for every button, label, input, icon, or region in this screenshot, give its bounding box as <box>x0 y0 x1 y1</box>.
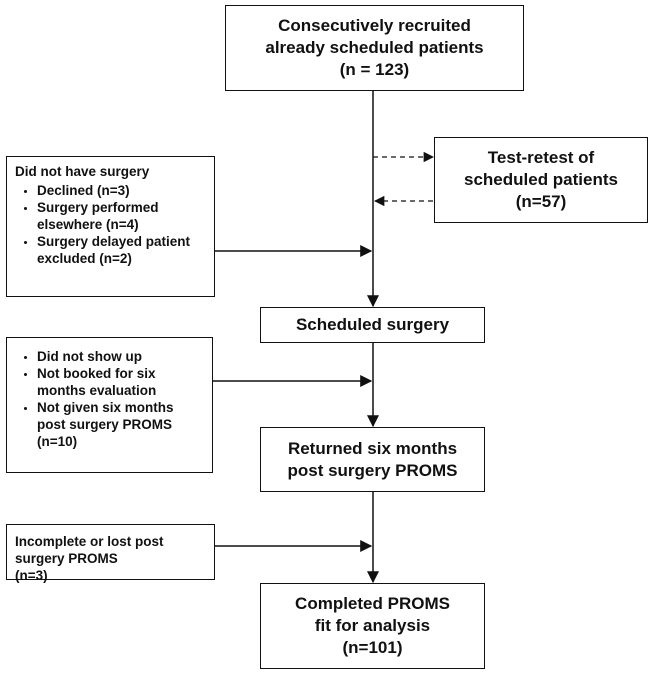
node-scheduled-line-1: Scheduled surgery <box>295 315 450 334</box>
node-not-evaluated: Did not show up Not booked for six month… <box>6 337 213 473</box>
node-incomplete-line-1: Incomplete or lost post <box>15 534 164 549</box>
node-test-retest-line-3: (n=57) <box>515 192 567 211</box>
node-not-evaluated-list: Did not show up Not booked for six month… <box>15 348 204 450</box>
node-recruited: Consecutively recruited already schedule… <box>225 5 524 91</box>
node-recruited-line-2: already scheduled patients <box>265 38 484 57</box>
node-no-surgery-item-3: Surgery delayed patient excluded (n=2) <box>37 233 206 267</box>
node-no-surgery-heading: Did not have surgery <box>15 164 150 179</box>
node-test-retest: Test-retest of scheduled patients (n=57) <box>434 137 648 223</box>
node-incomplete: Incomplete or lost post surgery PROMS (n… <box>6 524 215 583</box>
node-completed: Completed PROMS fit for analysis (n=101) <box>260 583 485 669</box>
node-no-surgery-item-2: Surgery performed elsewhere (n=4) <box>37 199 206 233</box>
node-recruited-line-3: (n = 123) <box>339 60 410 79</box>
node-not-evaluated-item-3: Not given six months post surgery PROMS … <box>37 399 204 450</box>
node-not-evaluated-item-2: Not booked for six months evaluation <box>37 365 204 399</box>
node-no-surgery-item-1: Declined (n=3) <box>37 182 206 199</box>
node-returned: Returned six months post surgery PROMS <box>260 427 485 492</box>
node-no-surgery-list: Declined (n=3) Surgery performed elsewhe… <box>15 182 206 267</box>
node-incomplete-line-3: (n=3) <box>15 568 48 583</box>
node-incomplete-line-2: surgery PROMS <box>15 551 118 566</box>
node-completed-line-1: Completed PROMS <box>295 594 450 613</box>
node-scheduled: Scheduled surgery <box>260 307 485 343</box>
node-completed-line-2: fit for analysis <box>314 616 431 635</box>
node-returned-line-1: Returned six months <box>287 438 458 458</box>
node-no-surgery: Did not have surgery Declined (n=3) Surg… <box>6 156 215 297</box>
node-test-retest-line-1: Test-retest of <box>487 148 595 167</box>
node-recruited-line-1: Consecutively recruited <box>278 16 471 35</box>
node-not-evaluated-item-1: Did not show up <box>37 348 204 365</box>
node-completed-line-3: (n=101) <box>342 638 403 657</box>
node-returned-line-2: post surgery PROMS <box>287 460 458 480</box>
node-test-retest-line-2: scheduled patients <box>464 170 618 189</box>
